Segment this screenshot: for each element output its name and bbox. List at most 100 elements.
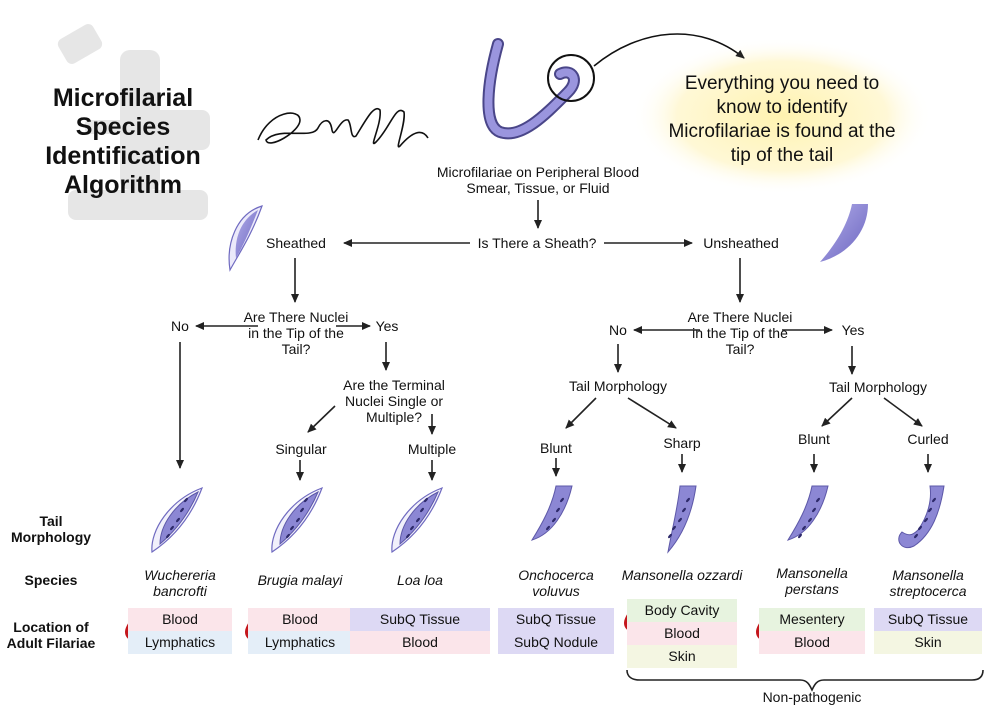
tail-body bbox=[667, 485, 697, 554]
species-name: Mansonella streptocerca bbox=[889, 567, 967, 599]
start-node: Microfilariae on Peripheral Blood Smear,… bbox=[436, 164, 640, 196]
no-right: No bbox=[609, 322, 627, 338]
nucleus-dot bbox=[176, 517, 180, 523]
nucleus-dot bbox=[668, 533, 672, 539]
nucleus-dot bbox=[546, 525, 550, 531]
location-entry: Mesentery bbox=[759, 608, 865, 631]
nucleus-dot bbox=[808, 517, 812, 523]
species-name: Onchocerca voluvus bbox=[518, 567, 594, 599]
tail-morphology-icon bbox=[151, 486, 204, 554]
species-name: Mansonella perstans bbox=[776, 565, 848, 597]
species-name: Loa loa bbox=[397, 572, 443, 588]
nucleus-dot bbox=[672, 525, 676, 531]
location-entry: Blood bbox=[128, 608, 232, 631]
sheathed-label: Sheathed bbox=[266, 235, 326, 251]
no-left: No bbox=[171, 318, 189, 334]
location-entry: SubQ Tissue bbox=[498, 608, 614, 631]
nucleus-dot bbox=[924, 517, 928, 523]
nucleus-dot bbox=[798, 533, 802, 539]
nucleus-dot bbox=[560, 497, 564, 503]
nucleus-dot bbox=[416, 517, 420, 523]
non-pathogenic-label: Non-pathogenic bbox=[762, 689, 862, 705]
magnifier-circle bbox=[547, 54, 595, 102]
nucleus-dot bbox=[932, 497, 936, 503]
tail-morphology-right: Tail Morphology bbox=[828, 379, 928, 395]
tail-morphology-icon bbox=[530, 485, 573, 541]
nucleus-dot bbox=[678, 517, 682, 523]
row-label-species: Species bbox=[24, 572, 78, 588]
tail-morphology-left: Tail Morphology bbox=[568, 378, 668, 394]
nuclei-question-left: Are There Nuclei in the Tip of the Tail? bbox=[243, 309, 349, 357]
location-entry: Blood bbox=[350, 631, 490, 654]
tail-body bbox=[786, 485, 829, 541]
location-entry: Blood bbox=[627, 622, 737, 645]
unsheathed-tail-icon bbox=[820, 204, 868, 262]
species-name: Wuchereria bancrofti bbox=[144, 567, 216, 599]
tail-morphology-icon bbox=[391, 486, 444, 554]
signature-mark bbox=[257, 107, 429, 148]
nucleus-dot bbox=[290, 525, 294, 531]
location-entry: Lymphatics bbox=[128, 631, 232, 654]
nucleus-dot bbox=[420, 507, 424, 513]
unsheathed-label: Unsheathed bbox=[703, 235, 779, 251]
sharp-label: Sharp bbox=[663, 435, 701, 451]
nucleus-dot bbox=[928, 507, 932, 513]
blunt-left: Blunt bbox=[540, 440, 572, 456]
yes-right: Yes bbox=[841, 322, 865, 338]
tail-body bbox=[898, 485, 945, 548]
microfilaria-illustration bbox=[482, 33, 745, 140]
multiple-label: Multiple bbox=[407, 441, 457, 457]
location-entry: Skin bbox=[874, 631, 982, 654]
nucleus-dot bbox=[556, 507, 560, 513]
nucleus-dot bbox=[552, 517, 556, 523]
location-entry: Lymphatics bbox=[248, 631, 352, 654]
nucleus-dot bbox=[170, 525, 174, 531]
microscope-icon bbox=[57, 24, 210, 220]
tail-morphology-icon bbox=[271, 486, 324, 554]
curled-label: Curled bbox=[907, 431, 949, 447]
nucleus-dot bbox=[424, 497, 428, 503]
nucleus-dot bbox=[406, 533, 410, 539]
callout-glow bbox=[632, 38, 932, 194]
tail-morphology-icon bbox=[667, 485, 697, 554]
nucleus-dot bbox=[184, 497, 188, 503]
nuclei-question-right: Are There Nuclei in the Tip of the Tail? bbox=[687, 309, 793, 357]
yes-left: Yes bbox=[375, 318, 399, 334]
location-entry: Blood bbox=[248, 608, 352, 631]
nucleus-dot bbox=[300, 507, 304, 513]
sheathed-tail-icon bbox=[228, 205, 263, 272]
nucleus-dot bbox=[802, 525, 806, 531]
location-entry: Blood bbox=[759, 631, 865, 654]
page-title: Microfilarial Species Identification Alg… bbox=[45, 84, 201, 199]
nucleus-dot bbox=[686, 497, 690, 503]
nucleus-dot bbox=[410, 525, 414, 531]
tail-morphology-icon bbox=[898, 485, 945, 548]
nucleus-dot bbox=[682, 507, 686, 513]
tail-tip-callout: Everything you need to know to identify … bbox=[668, 73, 896, 166]
nucleus-dot bbox=[914, 533, 918, 539]
sheath-question: Is There a Sheath? bbox=[477, 235, 597, 251]
nucleus-dot bbox=[812, 507, 816, 513]
nucleus-dot bbox=[304, 497, 308, 503]
singular-label: Singular bbox=[275, 441, 327, 457]
location-entry: SubQ Tissue bbox=[350, 608, 490, 631]
nucleus-dot bbox=[816, 497, 820, 503]
location-entry: Skin bbox=[627, 645, 737, 668]
nucleus-dot bbox=[918, 525, 922, 531]
nucleus-dot bbox=[296, 517, 300, 523]
blunt-right: Blunt bbox=[798, 431, 830, 447]
species-name: Mansonella ozzardi bbox=[621, 567, 743, 583]
tail-morphology-icon bbox=[786, 485, 829, 541]
location-entry: SubQ Nodule bbox=[498, 631, 614, 654]
nucleus-dot bbox=[286, 533, 290, 539]
row-label-location: Location of Adult Filariae bbox=[6, 619, 96, 651]
tail-body bbox=[530, 485, 573, 541]
nucleus-dot bbox=[166, 533, 170, 539]
